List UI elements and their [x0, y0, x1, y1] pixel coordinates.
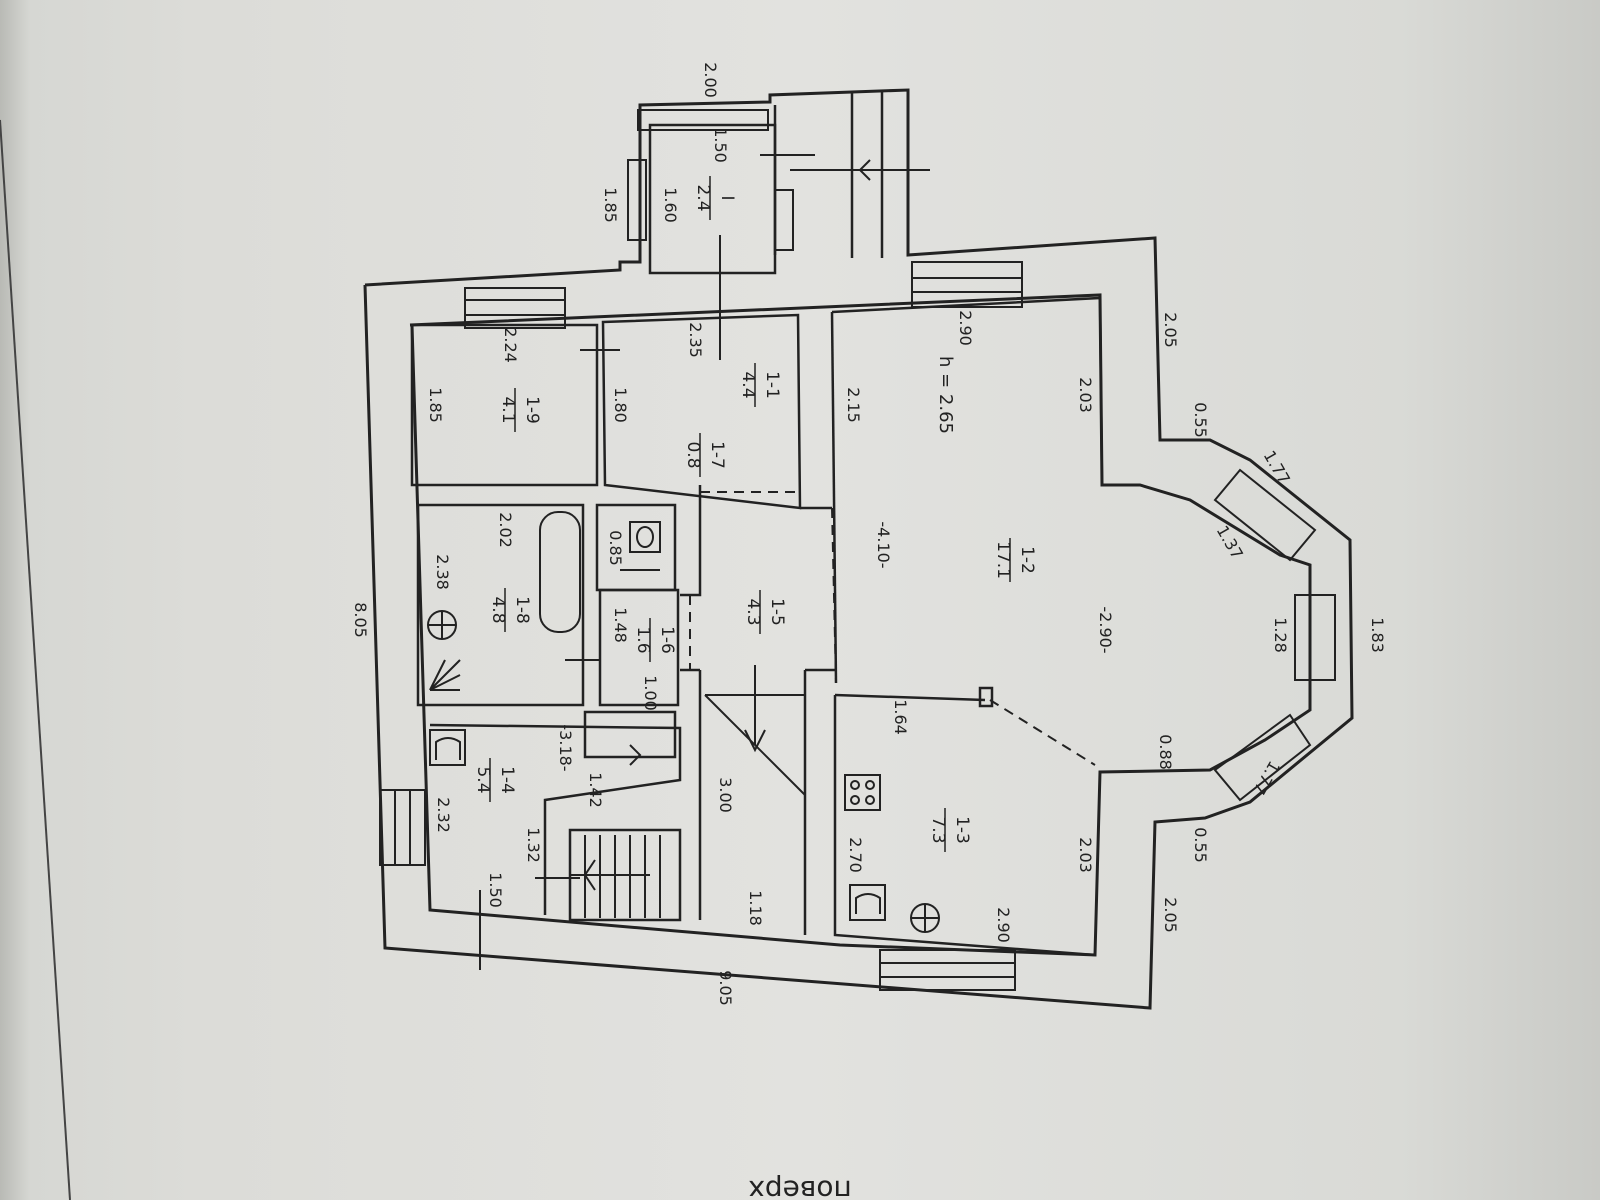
boiler-icon: [429, 729, 466, 766]
dimension-porch-width-inner: 1.50: [711, 127, 730, 163]
dimension-porch-depth-inner: 1.60: [661, 187, 680, 223]
room-area-I: 2.4: [693, 184, 713, 211]
dimension-r14-d: 1.32: [524, 827, 543, 863]
dimension-bay-b: 0.55: [1191, 402, 1210, 438]
dimension-porch-width-outer: 2.00: [701, 62, 720, 98]
dimension-r12-right: 2.03: [1076, 377, 1095, 413]
dimension-bay-g: 1.77: [1250, 758, 1284, 798]
kitchen-sink-icon: [910, 903, 940, 933]
stove-icon: [844, 774, 881, 811]
dimension-r17-d: 0.85: [606, 530, 625, 566]
room-area-1-5: 4.3: [743, 598, 763, 625]
dimension-r11-d: 1.80: [611, 387, 630, 423]
dimension-r12-width: -2.90-: [1096, 606, 1115, 653]
dimension-r15-len: 3.00: [716, 777, 735, 813]
room-area-1-4: 5.4: [473, 766, 493, 793]
sheet-edge: [0, 119, 71, 1200]
room-id-1-5: 1-5: [767, 598, 787, 626]
caption-area: поверх: [700, 1158, 900, 1198]
dimension-r13-b: 2.70: [846, 837, 865, 873]
bathtub-icon: [539, 511, 581, 633]
room-id-1-4: 1-4: [497, 766, 517, 794]
shower-icon: [429, 659, 461, 691]
room-area-1-7: 0.8: [683, 441, 703, 468]
room-area-1-3: 7.3: [928, 816, 948, 843]
room-area-1-1: 4.4: [738, 371, 758, 398]
room-id-1-7: 1-7: [707, 441, 727, 469]
ceiling-height-note: h = 2.65: [935, 356, 956, 434]
dimension-porch-depth-outer: 1.85: [601, 187, 620, 223]
dimension-bay-i: 0.55: [1191, 827, 1210, 863]
outer-walls: [363, 88, 1354, 1010]
room-area-1-6: 1.6: [633, 626, 653, 653]
dimension-r16-w: 1.00: [641, 675, 660, 711]
dimension-r11-w: 2.35: [686, 322, 705, 358]
dimension-r14-b: 1.42: [586, 772, 605, 808]
dimension-overall-left: 8.05: [351, 602, 370, 638]
sink-icon: [427, 610, 457, 640]
dimension-bay-f: 1.28: [1271, 617, 1290, 653]
dimension-r14-e: 1.50: [486, 872, 505, 908]
windows: [379, 109, 1336, 991]
stair-arrow-icon: [583, 159, 871, 891]
door-ticks: [479, 154, 815, 970]
dimension-bay-a: 2.05: [1161, 312, 1180, 348]
dashed-boundaries: [689, 491, 1096, 766]
dimension-r12-left: 2.15: [844, 387, 863, 423]
room-area-1-8: 4.8: [488, 596, 508, 623]
dimension-r16-d: 1.48: [611, 607, 630, 643]
dimension-r13-d: 2.90: [994, 907, 1013, 943]
room-id-1-8: 1-8: [512, 596, 532, 624]
dimension-bay-c: 1.77: [1260, 447, 1294, 487]
dimension-bay-e: 1.83: [1368, 617, 1387, 653]
dimension-r15-w: 1.18: [746, 890, 765, 926]
room-area-1-2: 17.1: [993, 541, 1013, 579]
room-id-1-3: 1-3: [952, 816, 972, 844]
room-area-1-9: 4.1: [498, 396, 518, 423]
plan-labels: 1-14.4 1-217.1 1-37.3 1-45.4 1-54.3 1-61.6 1-7…: [351, 62, 1387, 1006]
dimension-r13-c: 2.03: [1076, 837, 1095, 873]
room-id-I: I: [717, 195, 737, 200]
room-id-1-9: 1-9: [522, 396, 542, 424]
dimension-r18-w: 2.02: [496, 512, 515, 548]
inner-walls: [410, 92, 1104, 957]
dimension-r13-a: 1.64: [891, 699, 910, 735]
room-id-1-1: 1-1: [762, 371, 782, 399]
dimension-overall-bottom: 9.05: [716, 970, 735, 1006]
dimension-bay-d: 1.37: [1213, 522, 1247, 562]
dimension-r12-depth: -4.10-: [874, 521, 893, 568]
dimension-r14-a: -3.18-: [556, 724, 575, 771]
dimension-r12-top: 2.90: [956, 310, 975, 346]
dimension-bay-j: 2.05: [1161, 897, 1180, 933]
room-id-1-2: 1-2: [1017, 546, 1037, 574]
dimension-r14-c: 2.32: [434, 797, 453, 833]
caption-svg: поверх: [748, 1174, 852, 1198]
floor-caption: поверх: [748, 1174, 852, 1198]
dimension-r18-d: 2.38: [433, 554, 452, 590]
dimension-r19-d: 1.85: [426, 387, 445, 423]
dimension-r19-w: 2.24: [501, 327, 520, 363]
dimension-bay-h: 0.88: [1156, 734, 1175, 770]
kitchen-boiler-icon: [849, 884, 886, 921]
toilet-icon: [629, 521, 661, 553]
room-id-1-6: 1-6: [657, 626, 677, 654]
